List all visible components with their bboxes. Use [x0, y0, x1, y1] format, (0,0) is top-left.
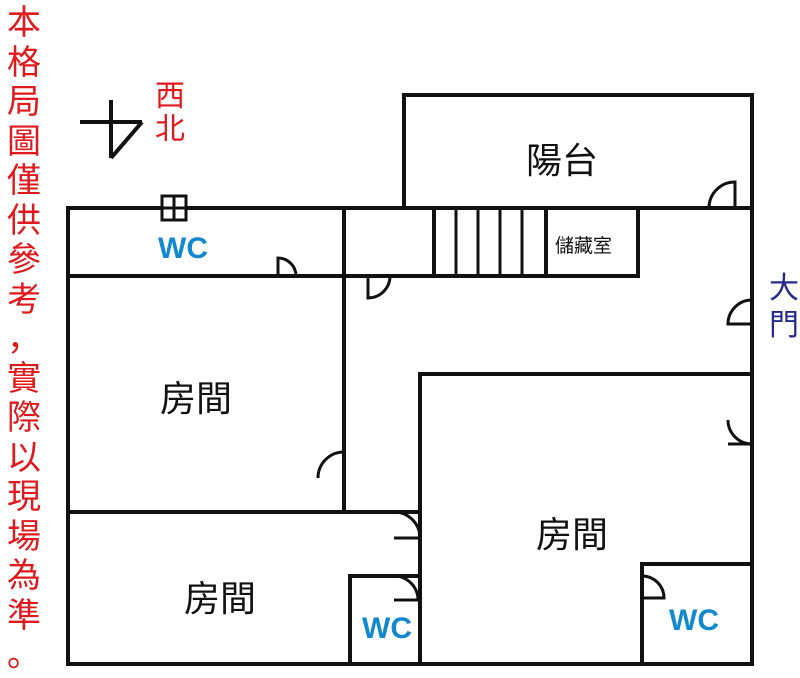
disclaimer-char: 參 — [7, 240, 41, 280]
door-swing-icon — [393, 510, 422, 540]
door-swing-icon — [276, 256, 298, 277]
compass-direction-label: 西 北 — [150, 80, 190, 146]
disclaimer-text: 本格局圖僅供參考，實際以現場為準。 — [4, 3, 44, 676]
direction-cross-icon — [80, 100, 144, 160]
door-swing-icon — [393, 574, 420, 602]
storage-room-wall — [544, 206, 640, 278]
room-right-label: 房間 — [536, 515, 609, 556]
disclaimer-char: 本 — [7, 3, 41, 43]
disclaimer-char: 為 — [7, 556, 41, 596]
compass-bottom-char: 北 — [155, 112, 185, 147]
balcony-label: 陽台 — [526, 141, 599, 182]
storage-room-label: 儲藏室 — [555, 235, 613, 257]
staircase — [432, 206, 548, 278]
vent-icon — [160, 194, 188, 222]
disclaimer-char: 供 — [7, 200, 41, 241]
disclaimer-char: 僅 — [7, 161, 41, 201]
disclaimer-char: 實 — [7, 358, 41, 399]
door-swing-icon — [641, 574, 666, 600]
room-bottom-label: 房間 — [184, 579, 257, 620]
door-swing-icon — [316, 450, 346, 479]
disclaimer-char: 場 — [7, 516, 41, 557]
compass-top-char: 西 — [155, 79, 185, 114]
disclaimer-char: 。 — [7, 635, 41, 675]
entrance-bottom-char: 門 — [769, 308, 799, 343]
disclaimer-char: 現 — [7, 477, 41, 517]
disclaimer-char: 圖 — [7, 121, 41, 162]
stair-treads — [454, 208, 524, 276]
door-swing-icon — [726, 419, 753, 446]
entrance-top-char: 大 — [769, 271, 799, 306]
room-left-label: 房間 — [160, 379, 233, 420]
door-swing-icon — [726, 298, 753, 326]
disclaimer-char: ， — [7, 319, 41, 359]
door-swing-icon — [366, 275, 392, 300]
door-swing-icon — [707, 180, 737, 209]
disclaimer-char: 格 — [7, 42, 41, 83]
main-entrance-label: 大 門 — [764, 270, 800, 344]
disclaimer-char: 以 — [7, 437, 41, 478]
disclaimer-char: 考 — [7, 279, 41, 320]
wc-right-label: WC — [669, 604, 719, 637]
wc-middle-label: WC — [362, 612, 412, 645]
disclaimer-char: 際 — [7, 398, 41, 438]
disclaimer-char: 局 — [7, 82, 41, 122]
wc-top-label: WC — [158, 232, 208, 265]
disclaimer-char: 準 — [7, 595, 41, 636]
